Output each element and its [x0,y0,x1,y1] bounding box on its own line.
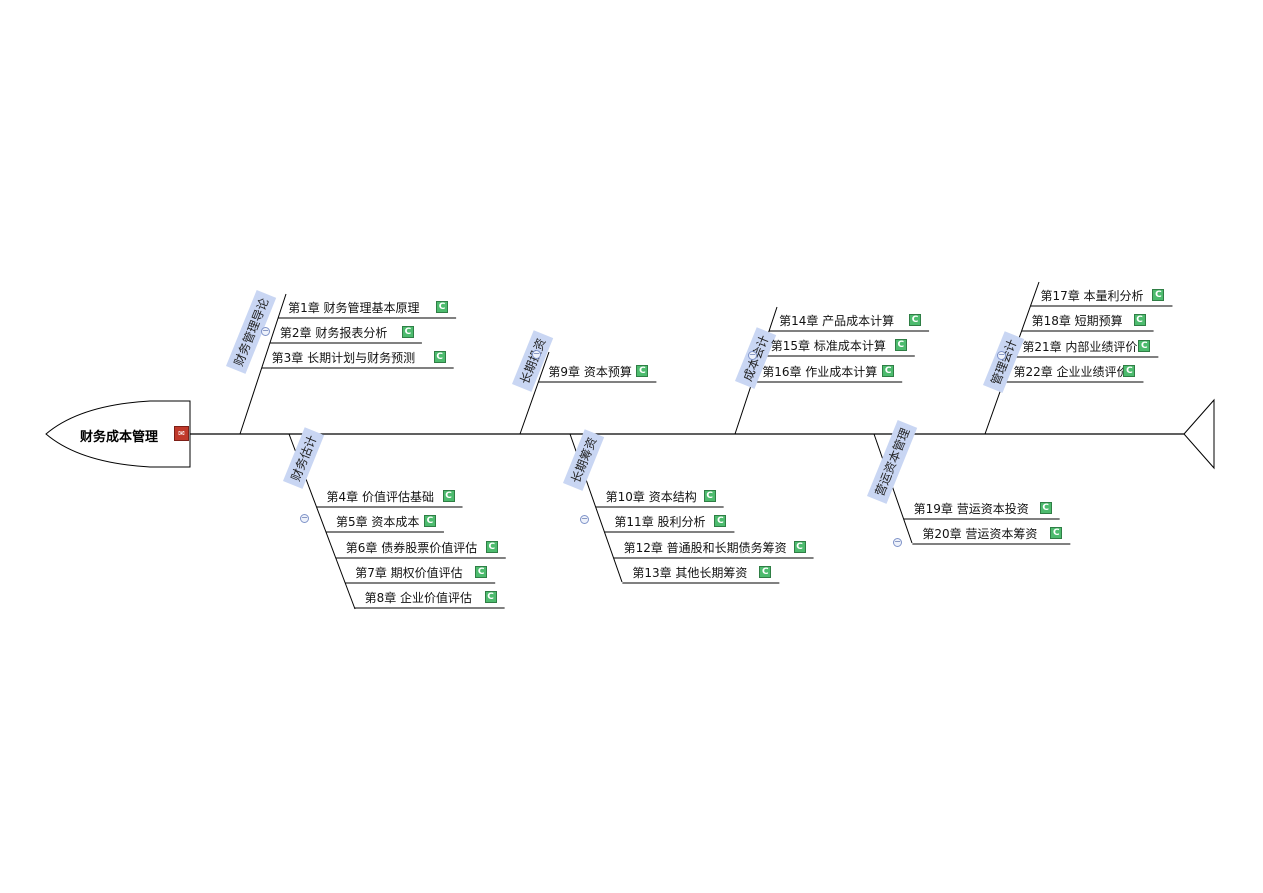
chapter-item-label[interactable]: 第6章 债券股票价值评估 [345,541,478,555]
chapter-item-label[interactable]: 第8章 企业价值评估 [364,591,473,605]
c-badge-icon[interactable]: C [475,566,488,578]
c-badge-icon[interactable]: C [1152,289,1165,301]
collapse-toggle-icon[interactable]: − [997,350,1006,360]
c-badge-icon[interactable]: C [436,301,449,313]
chapter-item-label[interactable]: 第12章 普通股和长期债务筹资 [623,541,787,555]
c-badge-icon[interactable]: C [484,591,497,603]
bone-line-cat-1 [239,293,287,435]
c-badge-icon[interactable]: C [401,326,414,338]
c-badge-icon[interactable]: C [1123,365,1136,377]
chapter-item-label[interactable]: 第3章 长期计划与财务预测 [271,351,416,365]
c-badge-icon[interactable]: C [1050,527,1063,539]
c-badge-icon[interactable]: C [636,365,649,377]
bone-line-cat-6 [873,433,913,544]
root-topic-label[interactable]: 财务成本管理 [80,430,159,445]
c-badge-icon[interactable]: C [882,365,895,377]
c-badge-icon[interactable]: C [703,490,716,502]
chapter-item-label[interactable]: 第7章 期权价值评估 [355,566,463,580]
chapter-item-label[interactable]: 第11章 股利分析 [614,515,706,529]
chapter-item-label[interactable]: 第20章 营运资本筹资 [922,527,1038,541]
chapter-item-label[interactable]: 第5章 资本成本 [335,515,420,529]
c-badge-icon[interactable]: C [1138,340,1151,352]
collapse-toggle-icon[interactable]: − [532,349,541,359]
chapter-item-label[interactable]: 第14章 产品成本计算 [779,314,895,328]
chapter-item-label[interactable]: 第18章 短期预算 [1031,314,1123,328]
collapse-toggle-icon[interactable]: − [580,514,589,524]
chapter-item-label[interactable]: 第1章 财务管理基本原理 [288,301,420,315]
fish-head-shape [45,400,191,468]
chapter-item-label[interactable]: 第21章 内部业绩评价 [1022,340,1138,354]
c-badge-icon[interactable]: C [909,314,922,326]
collapse-toggle-icon[interactable]: − [748,350,757,360]
chapter-item-label[interactable]: 第13章 其他长期筹资 [632,566,748,580]
c-badge-icon[interactable]: C [1039,502,1052,514]
collapse-toggle-icon[interactable]: − [893,537,902,547]
c-badge-icon[interactable]: C [433,351,446,363]
collapse-toggle-icon[interactable]: − [300,513,309,523]
chapter-item-label[interactable]: 第22章 企业业绩评价 [1013,365,1129,379]
chapter-item-label[interactable]: 第9章 资本预算 [548,365,632,379]
chapter-item-label[interactable]: 第2章 财务报表分析 [279,326,388,340]
c-badge-icon[interactable]: C [442,490,455,502]
chapter-item-label[interactable]: 第4章 价值评估基础 [326,490,434,504]
c-badge-icon[interactable]: C [485,541,498,553]
c-badge-icon[interactable]: C [759,566,772,578]
chapter-item-label[interactable]: 第10章 资本结构 [605,490,697,504]
bone-line-cat-3 [519,351,550,435]
collapse-toggle-icon[interactable]: − [261,326,270,336]
c-badge-icon[interactable]: C [894,339,907,351]
chapter-item-label[interactable]: 第19章 营运资本投资 [913,502,1029,516]
attachment-icon[interactable]: ✉ [174,426,189,441]
fish-tail-shape [1183,398,1215,470]
chapter-item-label[interactable]: 第16章 作业成本计算 [762,365,878,379]
chapter-item-label[interactable]: 第15章 标准成本计算 [770,339,886,353]
c-badge-icon[interactable]: C [423,515,436,527]
chapter-item-label[interactable]: 第17章 本量利分析 [1040,289,1144,303]
c-badge-icon[interactable]: C [714,515,727,527]
c-badge-icon[interactable]: C [793,541,806,553]
c-badge-icon[interactable]: C [1133,314,1146,326]
